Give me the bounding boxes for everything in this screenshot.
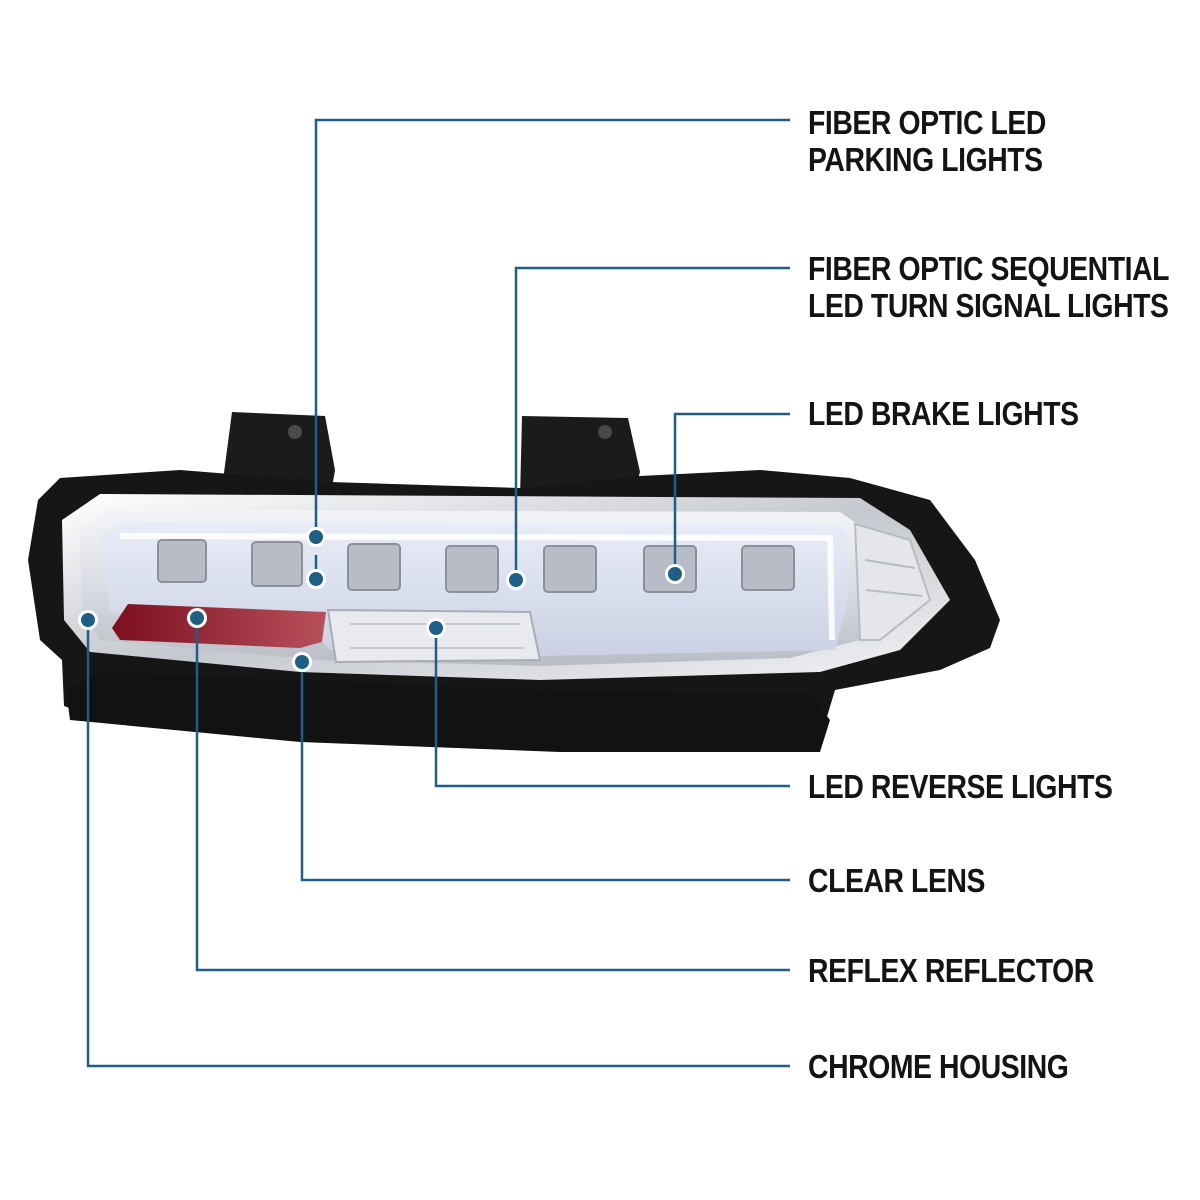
marker-dot-reflex-reflector xyxy=(190,611,204,625)
leader-line-reflex-reflector xyxy=(195,618,790,972)
callout-label-line: REFLEX REFLECTOR xyxy=(808,952,1094,989)
lower-base xyxy=(66,672,830,752)
red-reflector xyxy=(112,604,326,648)
leader-line-chrome-housing xyxy=(86,620,790,1068)
callout-label-line: LED BRAKE LIGHTS xyxy=(808,395,1079,432)
callout-label-line: CHROME HOUSING xyxy=(808,1048,1069,1085)
marker-dot-chrome-housing xyxy=(81,613,95,627)
callout-label-line: FIBER OPTIC LED xyxy=(808,104,1046,141)
marker-dot-fiber-optic-led-parking-lights xyxy=(309,530,323,544)
leader-line-led-reverse-lights xyxy=(434,628,790,788)
leader-line-clear-lens xyxy=(300,662,790,882)
callout-label-clear-lens: CLEAR LENS xyxy=(808,862,985,899)
corner-chrome xyxy=(853,522,932,641)
marker-dot-clear-lens xyxy=(295,655,309,669)
callout-label-line: LED REVERSE LIGHTS xyxy=(808,768,1113,805)
marker-dot-fiber-optic-sequential-turn-signal xyxy=(509,573,523,587)
leader-line-led-brake-lights xyxy=(673,412,790,574)
callout-label-reflex-reflector: REFLEX REFLECTOR xyxy=(808,952,1094,989)
callout-label-led-reverse-lights: LED REVERSE LIGHTS xyxy=(808,768,1113,805)
callout-label-led-brake-lights: LED BRAKE LIGHTS xyxy=(808,395,1079,432)
callout-label-line: PARKING LIGHTS xyxy=(808,141,1043,178)
callout-label-chrome-housing: CHROME HOUSING xyxy=(808,1048,1069,1085)
marker-dot-led-reverse-lights xyxy=(429,621,443,635)
callout-label-line: FIBER OPTIC SEQUENTIAL xyxy=(808,250,1170,287)
leader-line-fiber-optic-led-parking-lights xyxy=(314,118,790,537)
callout-label-line: CLEAR LENS xyxy=(808,862,986,899)
callout-label-line: LED TURN SIGNAL LIGHTS xyxy=(808,287,1169,324)
marker-dot-fiber-optic-sequential-turn-signal-1 xyxy=(309,572,323,586)
marker-dot-led-brake-lights xyxy=(668,567,682,581)
callout-leaders xyxy=(86,118,790,1068)
callout-markers xyxy=(78,527,685,672)
led-pods xyxy=(157,539,795,593)
